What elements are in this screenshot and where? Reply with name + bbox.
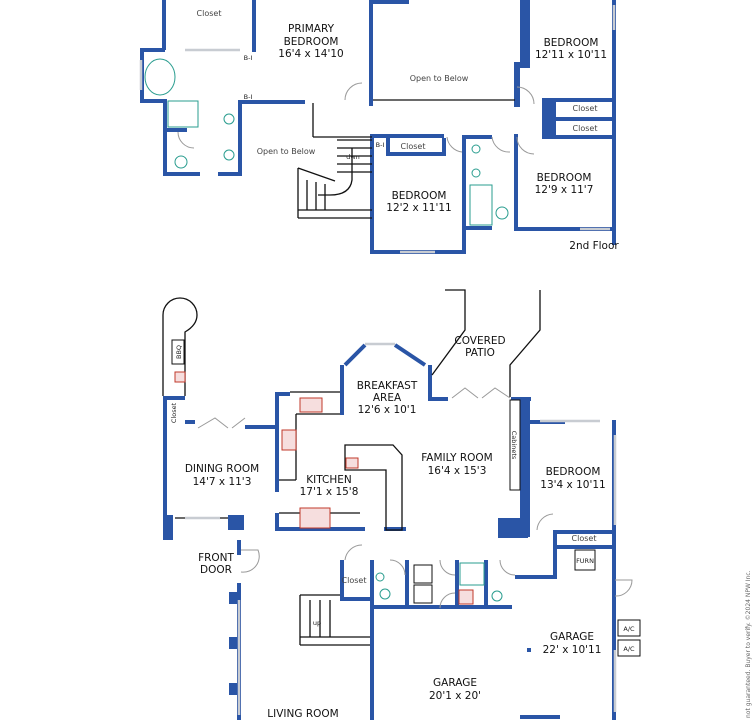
- sink-icon: [375, 572, 385, 582]
- room-label: COVERED: [454, 335, 505, 347]
- room-size: 20'1 x 20': [429, 690, 481, 702]
- room-label: Closet: [573, 124, 598, 133]
- front-door-label: FRONT: [198, 552, 234, 564]
- refrigerator-icon: [299, 507, 331, 529]
- ac-unit-icon: [617, 619, 641, 637]
- toilet-icon: [495, 206, 509, 220]
- room-label: GARAGE: [433, 677, 477, 689]
- ac-unit-icon: [617, 639, 641, 657]
- bbq-label: BBQ: [175, 345, 183, 359]
- room-size: 22' x 10'11: [543, 644, 602, 656]
- room-label: BEDROOM: [546, 466, 601, 478]
- floor-label: 2nd Floor: [569, 240, 619, 252]
- sink-icon: [458, 589, 474, 605]
- stairs-label: dwn: [346, 153, 360, 161]
- shower-icon: [459, 562, 485, 586]
- room-label: BEDROOM: [544, 37, 599, 49]
- room-label: BEDROOM: [537, 172, 592, 184]
- stove-icon: [281, 429, 297, 451]
- room-size: 12'2 x 11'11: [386, 202, 451, 214]
- built-in-label: B-I: [244, 54, 253, 62]
- room-label: Open to Below: [410, 74, 469, 83]
- front-door-label: DOOR: [200, 564, 232, 576]
- cabinets-label: Cabinets: [510, 431, 518, 460]
- washer-icon: [413, 564, 433, 584]
- ac-label: A/C: [623, 625, 635, 633]
- room-label: KITCHEN: [306, 474, 352, 486]
- room-label: LIVING ROOM: [267, 708, 338, 720]
- room-size: 13'4 x 10'11: [540, 479, 605, 491]
- room-label: Closet: [573, 104, 598, 113]
- sink-icon: [299, 397, 323, 413]
- room-label: BEDROOM: [284, 36, 339, 48]
- bathtub-icon: [144, 58, 176, 96]
- second-floor-walls: [139, 0, 616, 254]
- second-floor-labels: Closet PRIMARY BEDROOM 16'4 x 14'10 Open…: [197, 9, 620, 252]
- furnace-icon: [574, 549, 596, 571]
- room-label: BREAKFAST: [357, 380, 418, 392]
- toilet-icon: [491, 590, 503, 602]
- room-label: FAMILY ROOM: [421, 452, 493, 464]
- sink-icon: [471, 168, 481, 178]
- room-size: 16'4 x 15'3: [428, 465, 487, 477]
- room-label: Closet: [170, 402, 178, 423]
- room-label: PRIMARY: [288, 23, 335, 35]
- room-label: GARAGE: [550, 631, 594, 643]
- built-in-label: B-I: [244, 93, 253, 101]
- disclaimer: not guaranteed. Buyer to verify. ©2024 N…: [745, 570, 752, 718]
- dryer-icon: [413, 584, 433, 604]
- sink-icon: [223, 113, 235, 125]
- toilet-icon: [379, 588, 391, 600]
- room-label: DINING ROOM: [185, 463, 259, 475]
- built-in-label: B-I: [376, 141, 385, 149]
- room-size: 17'1 x 15'8: [300, 486, 359, 498]
- shower-icon: [469, 184, 493, 226]
- room-label: PATIO: [465, 347, 495, 359]
- room-label: Closet: [197, 9, 222, 18]
- sink-icon: [471, 144, 481, 154]
- room-size: 12'11 x 10'11: [535, 49, 607, 61]
- grill-icon: [174, 371, 186, 383]
- room-size: 14'7 x 11'3: [193, 476, 252, 488]
- room-label: Closet: [401, 142, 426, 151]
- room-size: 12'9 x 11'7: [535, 184, 594, 196]
- first-floor-labels: BBQ Closet DINING ROOM 14'7 x 11'3 KITCH…: [170, 335, 752, 720]
- first-floor-walls: [162, 289, 641, 720]
- room-label: Closet: [342, 576, 367, 585]
- ac-label: A/C: [623, 645, 635, 653]
- toilet-icon: [174, 155, 188, 169]
- sink-icon: [345, 457, 359, 469]
- room-label: BEDROOM: [392, 190, 447, 202]
- shower-icon: [167, 100, 199, 128]
- room-label: Open to Below: [257, 147, 316, 156]
- room-size: 16'4 x 14'10: [278, 48, 343, 60]
- room-label: Closet: [572, 534, 597, 543]
- room-label: AREA: [373, 392, 402, 404]
- room-size: 12'6 x 10'1: [358, 404, 417, 416]
- sink-icon: [223, 149, 235, 161]
- furnace-label: FURN: [576, 557, 594, 565]
- stairs-label: up: [313, 619, 321, 627]
